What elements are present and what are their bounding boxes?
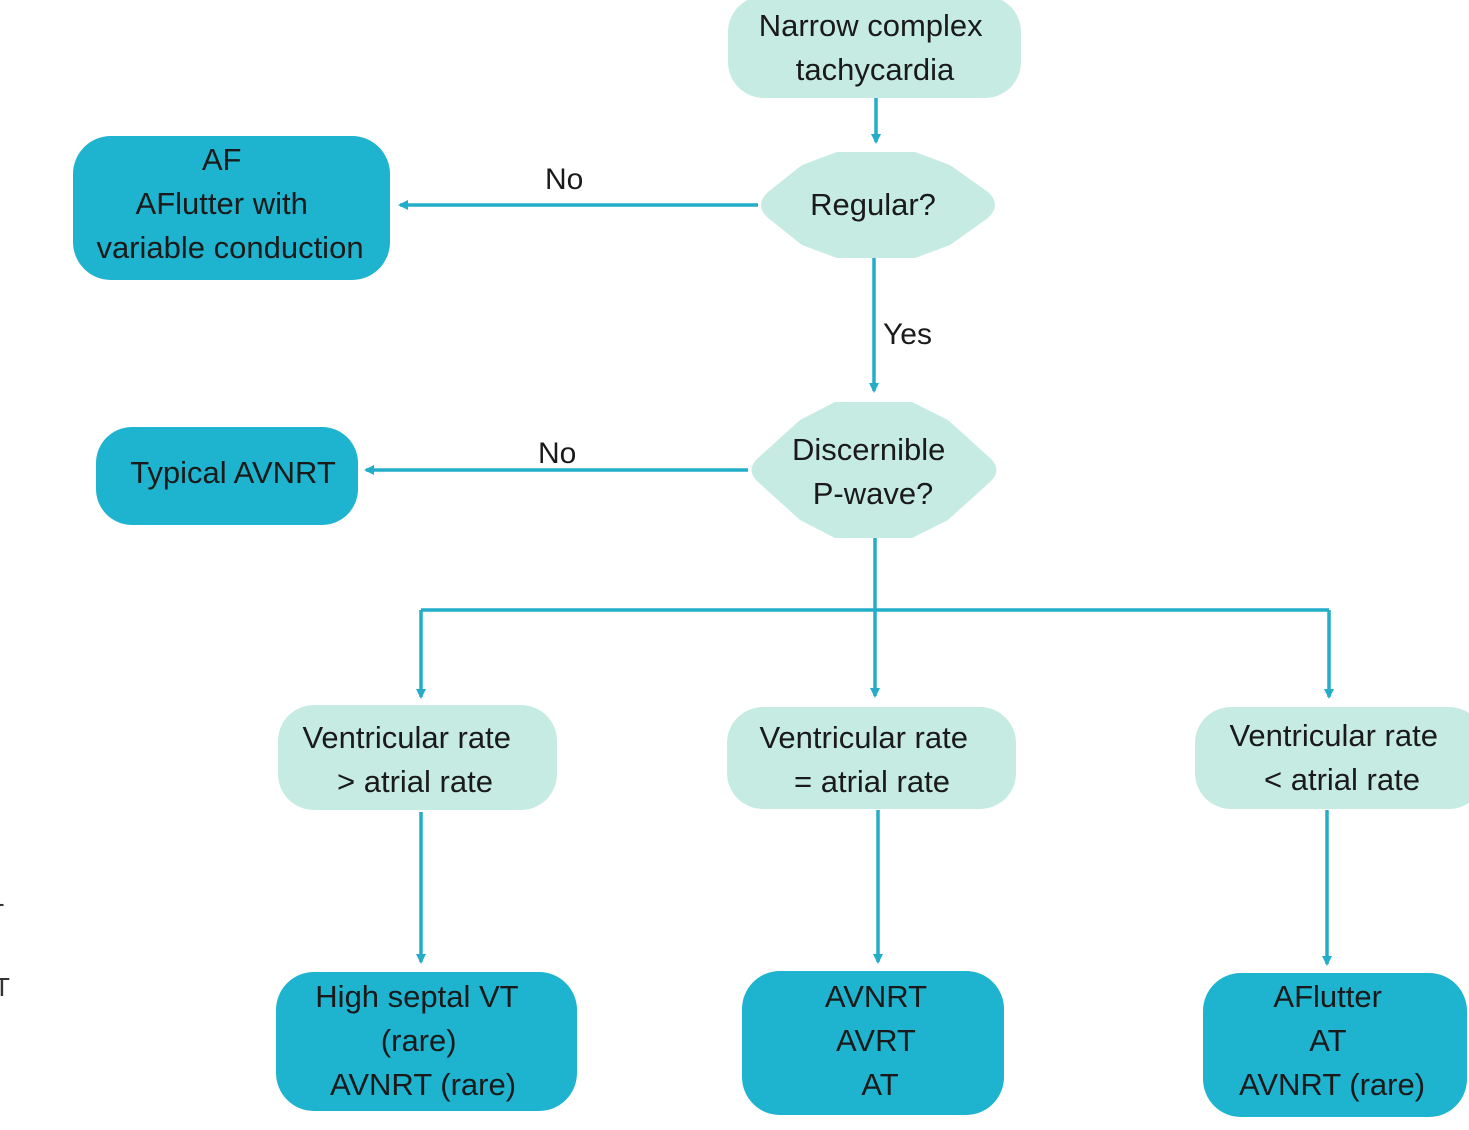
svg-text:Ventricular rate > atria: Ventricular rate > atrial rate [302,720,519,799]
edge-label-regular-no: No [545,163,583,196]
regular-decision-node: Regular? [761,152,995,258]
svg-text:AVNRT AVRT AT: AVNRT AVRT AT [825,979,935,1102]
margin-fragment-dash: - [0,888,5,918]
vr-greater-node: Ventricular rate > atrial rate [278,705,557,810]
margin-fragment-t: T [0,972,10,1002]
outcome-less-line-1: AFlutter [1273,979,1382,1014]
svg-text:AFlutter AT AVNRT: AFlutter AT AVNRT (rare) [1239,979,1425,1102]
edge-label-pwave-no: No [538,437,576,470]
svg-text:Ventricular rate < atria: Ventricular rate < atrial rate [1229,718,1446,797]
outcome-equal-line-2: AVRT [836,1023,916,1058]
vr-equal-node: Ventricular rate = atrial rate [727,707,1016,809]
regular-decision-label: Regular? [810,187,936,222]
pwave-line-2: P-wave? [813,476,934,511]
outcome-less-line-3: AVNRT (rare) [1239,1067,1425,1102]
vr-equal-line-1: Ventricular rate [759,720,968,755]
start-node: Narrow complex tachycardia [728,0,1021,98]
outcome-greater-line-3: AVNRT (rare) [330,1067,516,1102]
connectors [364,98,1334,966]
typical-avnrt-outcome-node: Typical AVNRT [96,427,358,525]
outcome-equal-node: AVNRT AVRT AT [742,971,1004,1115]
vr-less-line-1: Ventricular rate [1229,718,1438,753]
af-line-2: AFlutter with [136,186,308,221]
vr-equal-line-2: = atrial rate [794,764,950,799]
af-line-3: variable conduction [96,230,363,265]
vr-less-line-2: < atrial rate [1264,762,1420,797]
svg-text:Narrow complex tachycard: Narrow complex tachycardia [759,8,992,87]
outcome-greater-line-2: (rare) [381,1023,457,1058]
pwave-decision-node: Discernible P-wave? [751,402,997,538]
start-line-1: Narrow complex [759,8,983,43]
af-outcome-node: AF AFlutter with variable conduction [73,136,390,280]
start-line-2: tachycardia [796,52,955,87]
vr-greater-line-1: Ventricular rate [302,720,511,755]
svg-text:Ventricular rate = atria: Ventricular rate = atrial rate [759,720,976,799]
outcome-greater-node: High septal VT (rare) AVNRT (rare) [276,972,577,1111]
vr-less-node: Ventricular rate < atrial rate [1195,707,1469,809]
typical-avnrt-label: Typical AVNRT [130,455,336,490]
outcome-greater-line-1: High septal VT [315,979,518,1014]
outcome-less-node: AFlutter AT AVNRT (rare) [1203,973,1467,1117]
svg-text:High septal VT (rare): High septal VT (rare) AVNRT (rare) [315,979,526,1102]
outcome-less-line-2: AT [1309,1023,1346,1058]
edge-label-regular-yes: Yes [883,318,932,351]
svg-text:Discernible P-wave?: Discernible P-wave? [792,432,954,511]
vr-greater-line-2: > atrial rate [337,764,493,799]
outcome-equal-line-3: AT [861,1067,898,1102]
svg-text:AF AFlutter with v: AF AFlutter with variable conduction [96,142,363,265]
outcome-equal-line-1: AVNRT [825,979,927,1014]
af-line-1: AF [202,142,242,177]
pwave-line-1: Discernible [792,432,945,467]
